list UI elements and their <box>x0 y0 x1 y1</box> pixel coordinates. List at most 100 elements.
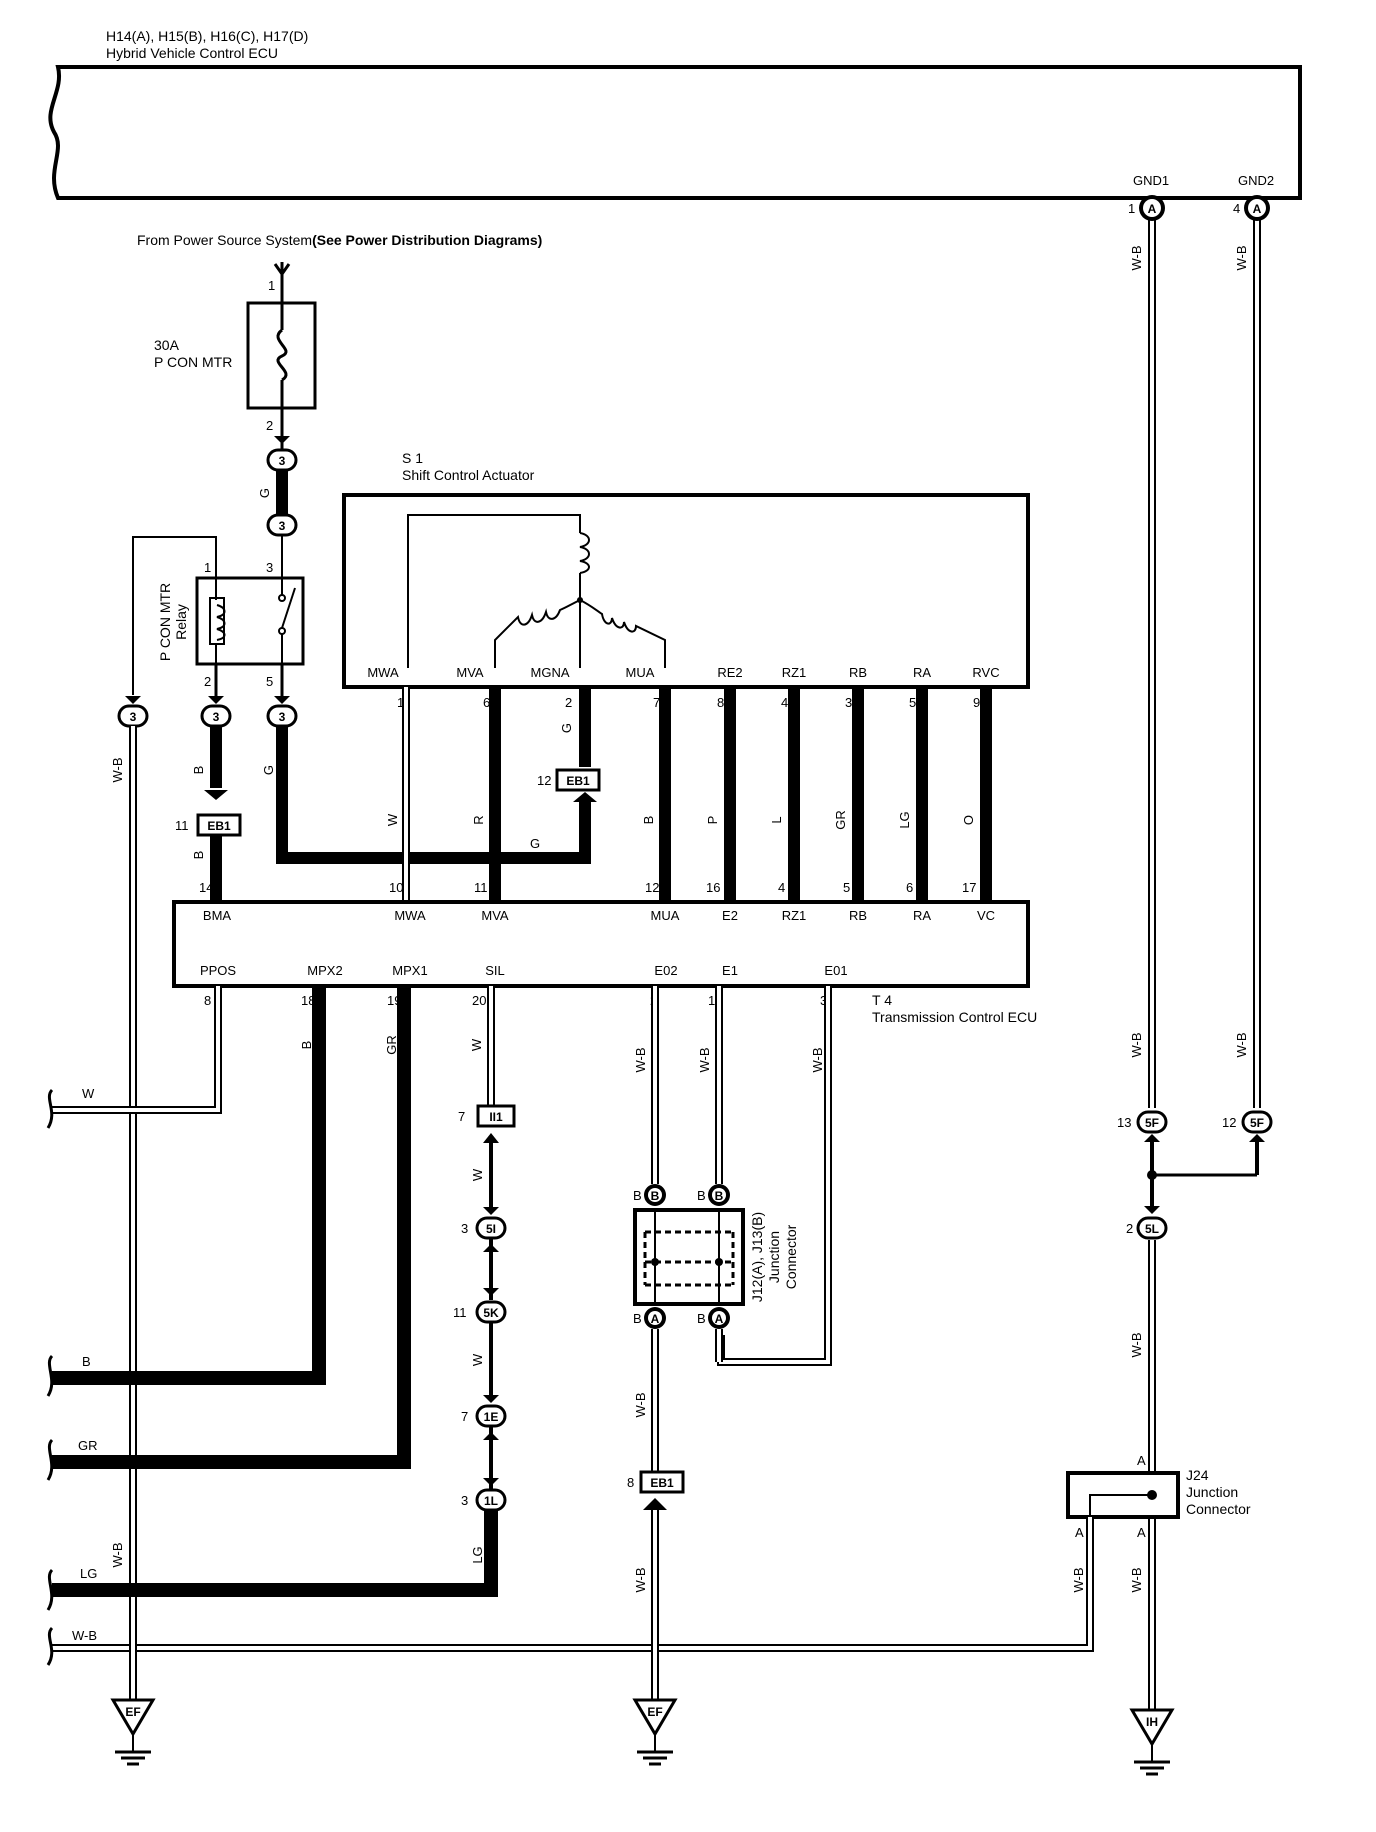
svg-text:8: 8 <box>717 695 724 710</box>
transmission-control-ecu: 14 10 11 12 16 4 5 6 17 BMA MWA MVA MUA … <box>172 880 1037 1025</box>
svg-text:EB1: EB1 <box>650 1476 674 1490</box>
svg-text:14: 14 <box>199 880 213 895</box>
relay-coil-icon <box>216 604 226 641</box>
svg-text:W-B: W-B <box>1129 1032 1144 1057</box>
svg-text:MPX1: MPX1 <box>392 963 427 978</box>
svg-text:W-B: W-B <box>810 1047 825 1072</box>
svg-text:W-B: W-B <box>633 1567 648 1592</box>
svg-text:BMA: BMA <box>203 908 232 923</box>
svg-text:4: 4 <box>781 695 788 710</box>
svg-text:GR: GR <box>384 1035 399 1055</box>
svg-text:GR: GR <box>78 1438 98 1453</box>
splice-point <box>1147 1170 1157 1180</box>
wire-g-relay-mgna <box>276 726 591 864</box>
svg-text:P: P <box>705 816 720 825</box>
svg-text:O: O <box>961 815 976 825</box>
wire-r-mva <box>489 687 501 902</box>
wire-b-mua <box>659 687 671 902</box>
svg-text:11: 11 <box>175 818 189 833</box>
connector-eb1-8 <box>639 1470 685 1494</box>
svg-text:A: A <box>1253 202 1262 216</box>
hv-ecu-connectors: H14(A), H15(B), H16(C), H17(D) <box>106 28 308 44</box>
svg-text:5I: 5I <box>486 1222 496 1236</box>
svg-text:3: 3 <box>461 1221 468 1236</box>
relay-output-wires: 3 3 3 B EB1 11 B G G W-B W-B <box>110 664 591 1701</box>
svg-text:G: G <box>530 836 540 851</box>
svg-text:4: 4 <box>778 880 785 895</box>
gnd2-wire-color: W-B <box>1234 245 1249 270</box>
svg-text:Junction: Junction <box>766 1231 782 1283</box>
svg-text:W: W <box>385 813 400 826</box>
power-source-section: From Power Source System(See Power Distr… <box>137 232 542 537</box>
svg-text:SIL: SIL <box>485 963 505 978</box>
svg-text:E01: E01 <box>824 963 847 978</box>
svg-text:Connector: Connector <box>1186 1501 1251 1517</box>
wire-b-relay-eb1 <box>210 726 222 788</box>
j24-code: J24 <box>1186 1467 1209 1483</box>
svg-text:LG: LG <box>897 811 912 828</box>
p-con-mtr-relay: 1 3 P CON MTR Relay 2 5 <box>132 535 305 695</box>
svg-text:18: 18 <box>301 993 315 1008</box>
svg-text:L: L <box>769 816 784 823</box>
svg-text:11: 11 <box>474 880 488 895</box>
connector-5f-13 <box>1136 1110 1168 1134</box>
svg-text:B: B <box>633 1311 642 1326</box>
svg-text:5F: 5F <box>1250 1116 1264 1130</box>
svg-text:W-B: W-B <box>1234 1032 1249 1057</box>
hybrid-vehicle-control-ecu: H14(A), H15(B), H16(C), H17(D) Hybrid Ve… <box>48 28 1302 216</box>
svg-text:1L: 1L <box>484 1494 498 1508</box>
svg-text:1: 1 <box>268 278 275 293</box>
svg-text:G: G <box>261 765 276 775</box>
svg-text:II1: II1 <box>489 1110 503 1124</box>
svg-text:W-B: W-B <box>1129 1332 1144 1357</box>
svg-text:RZ1: RZ1 <box>782 908 807 923</box>
svg-text:RE2: RE2 <box>717 665 742 680</box>
j12-code: J12(A), J13(B) <box>749 1212 765 1302</box>
ground-ef-center: EF <box>632 1698 678 1766</box>
svg-text:6: 6 <box>906 880 913 895</box>
svg-text:13: 13 <box>1117 1115 1131 1130</box>
svg-text:2: 2 <box>1126 1221 1133 1236</box>
svg-text:B: B <box>299 1041 314 1050</box>
svg-text:3: 3 <box>266 560 273 575</box>
svg-text:3: 3 <box>130 710 137 724</box>
svg-text:3: 3 <box>279 519 286 533</box>
gnd1-pin-no: 1 <box>1128 201 1135 216</box>
svg-text:8: 8 <box>627 1475 634 1490</box>
svg-text:E2: E2 <box>722 908 738 923</box>
hv-ecu-box <box>48 65 1302 200</box>
svg-text:B: B <box>191 851 206 860</box>
svg-text:MUA: MUA <box>626 665 655 680</box>
svg-text:A: A <box>715 1312 724 1326</box>
tcu-box <box>172 900 1030 988</box>
svg-text:A: A <box>1137 1453 1146 1468</box>
junction-output-wires: W-B EB1 8 W-B <box>627 1329 723 1700</box>
wire-lg-ra <box>916 687 928 902</box>
svg-text:PPOS: PPOS <box>200 963 236 978</box>
svg-text:B: B <box>633 1188 642 1203</box>
svg-text:A: A <box>1148 202 1157 216</box>
svg-text:RB: RB <box>849 908 867 923</box>
svg-text:G: G <box>559 723 574 733</box>
svg-text:3: 3 <box>279 710 286 724</box>
svg-text:10: 10 <box>389 880 403 895</box>
ground-icon <box>632 1698 678 1737</box>
actuator-box <box>342 493 1030 689</box>
j12-j13-box <box>633 1208 745 1306</box>
svg-text:RZ1: RZ1 <box>782 665 807 680</box>
connector-5f-12 <box>1241 1110 1273 1134</box>
connector-5l <box>1136 1216 1168 1240</box>
svg-text:9: 9 <box>973 695 980 710</box>
svg-text:A: A <box>651 1312 660 1326</box>
wire-p-re2 <box>724 687 736 902</box>
svg-text:5: 5 <box>909 695 916 710</box>
relay-coil-feed-wire <box>132 536 217 695</box>
svg-text:EF: EF <box>647 1705 662 1719</box>
svg-text:3: 3 <box>845 695 852 710</box>
svg-text:3: 3 <box>461 1493 468 1508</box>
svg-text:1: 1 <box>397 695 404 710</box>
wire-gr-rb <box>852 687 864 902</box>
gnd1-label: GND1 <box>1133 173 1169 188</box>
svg-text:W-B: W-B <box>110 1542 125 1567</box>
svg-text:W: W <box>82 1086 95 1101</box>
